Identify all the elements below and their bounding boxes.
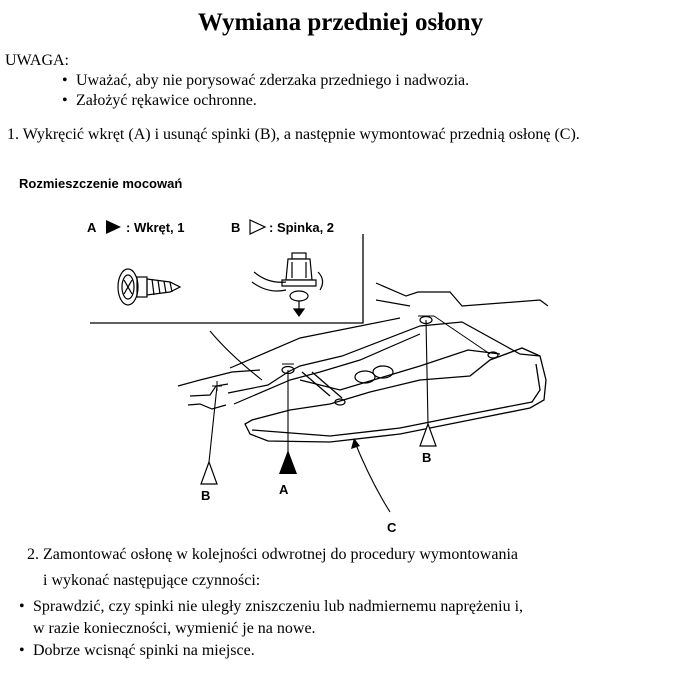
legend-b-text: : Spinka, 2 bbox=[269, 220, 335, 235]
screw-icon bbox=[117, 268, 182, 306]
check-item: Dobrze wcisnąć spinki na miejsce. bbox=[19, 642, 255, 660]
check-item: Sprawdzić, czy spinki nie uległy zniszcz… bbox=[19, 598, 523, 616]
callout-b-left: B bbox=[201, 488, 211, 503]
step-2-line-2: i wykonać następujące czynności: bbox=[43, 572, 261, 589]
step-1-text: 1. Wykręcić wkręt (A) i usunąć spinki (B… bbox=[7, 126, 580, 143]
callout-c: C bbox=[387, 520, 397, 535]
legend-a-text: : Wkręt, 1 bbox=[126, 220, 185, 235]
figure-heading: Rozmieszczenie mocowań bbox=[19, 176, 183, 191]
step-2-line-1: 2. Zamontować osłonę w kolejności odwrot… bbox=[27, 546, 518, 563]
outline-arrow-icon bbox=[249, 219, 267, 235]
callout-b-right-arrow bbox=[419, 422, 437, 447]
callout-a: A bbox=[279, 482, 289, 497]
legend-b-letter: B bbox=[231, 220, 241, 235]
check-item-continued: w razie konieczności, wymienić je na now… bbox=[33, 620, 316, 637]
warning-item: Uważać, aby nie porysować zderzaka przed… bbox=[62, 72, 469, 90]
warning-item: Założyć rękawice ochronne. bbox=[62, 92, 257, 110]
mounting-diagram bbox=[90, 219, 549, 513]
callout-b-left-arrow bbox=[200, 460, 218, 485]
front-cover-outline bbox=[244, 347, 547, 443]
clip-icon bbox=[251, 252, 324, 318]
warning-label: UWAGA: bbox=[5, 52, 69, 69]
callout-b-right: B bbox=[422, 450, 432, 465]
filled-arrow-icon bbox=[106, 220, 121, 234]
legend-a-letter: A bbox=[87, 220, 97, 235]
inset-frame bbox=[90, 234, 364, 324]
page-title: Wymiana przedniej osłony bbox=[197, 9, 484, 36]
body-outline bbox=[177, 282, 549, 410]
callout-a-arrow bbox=[279, 450, 297, 474]
